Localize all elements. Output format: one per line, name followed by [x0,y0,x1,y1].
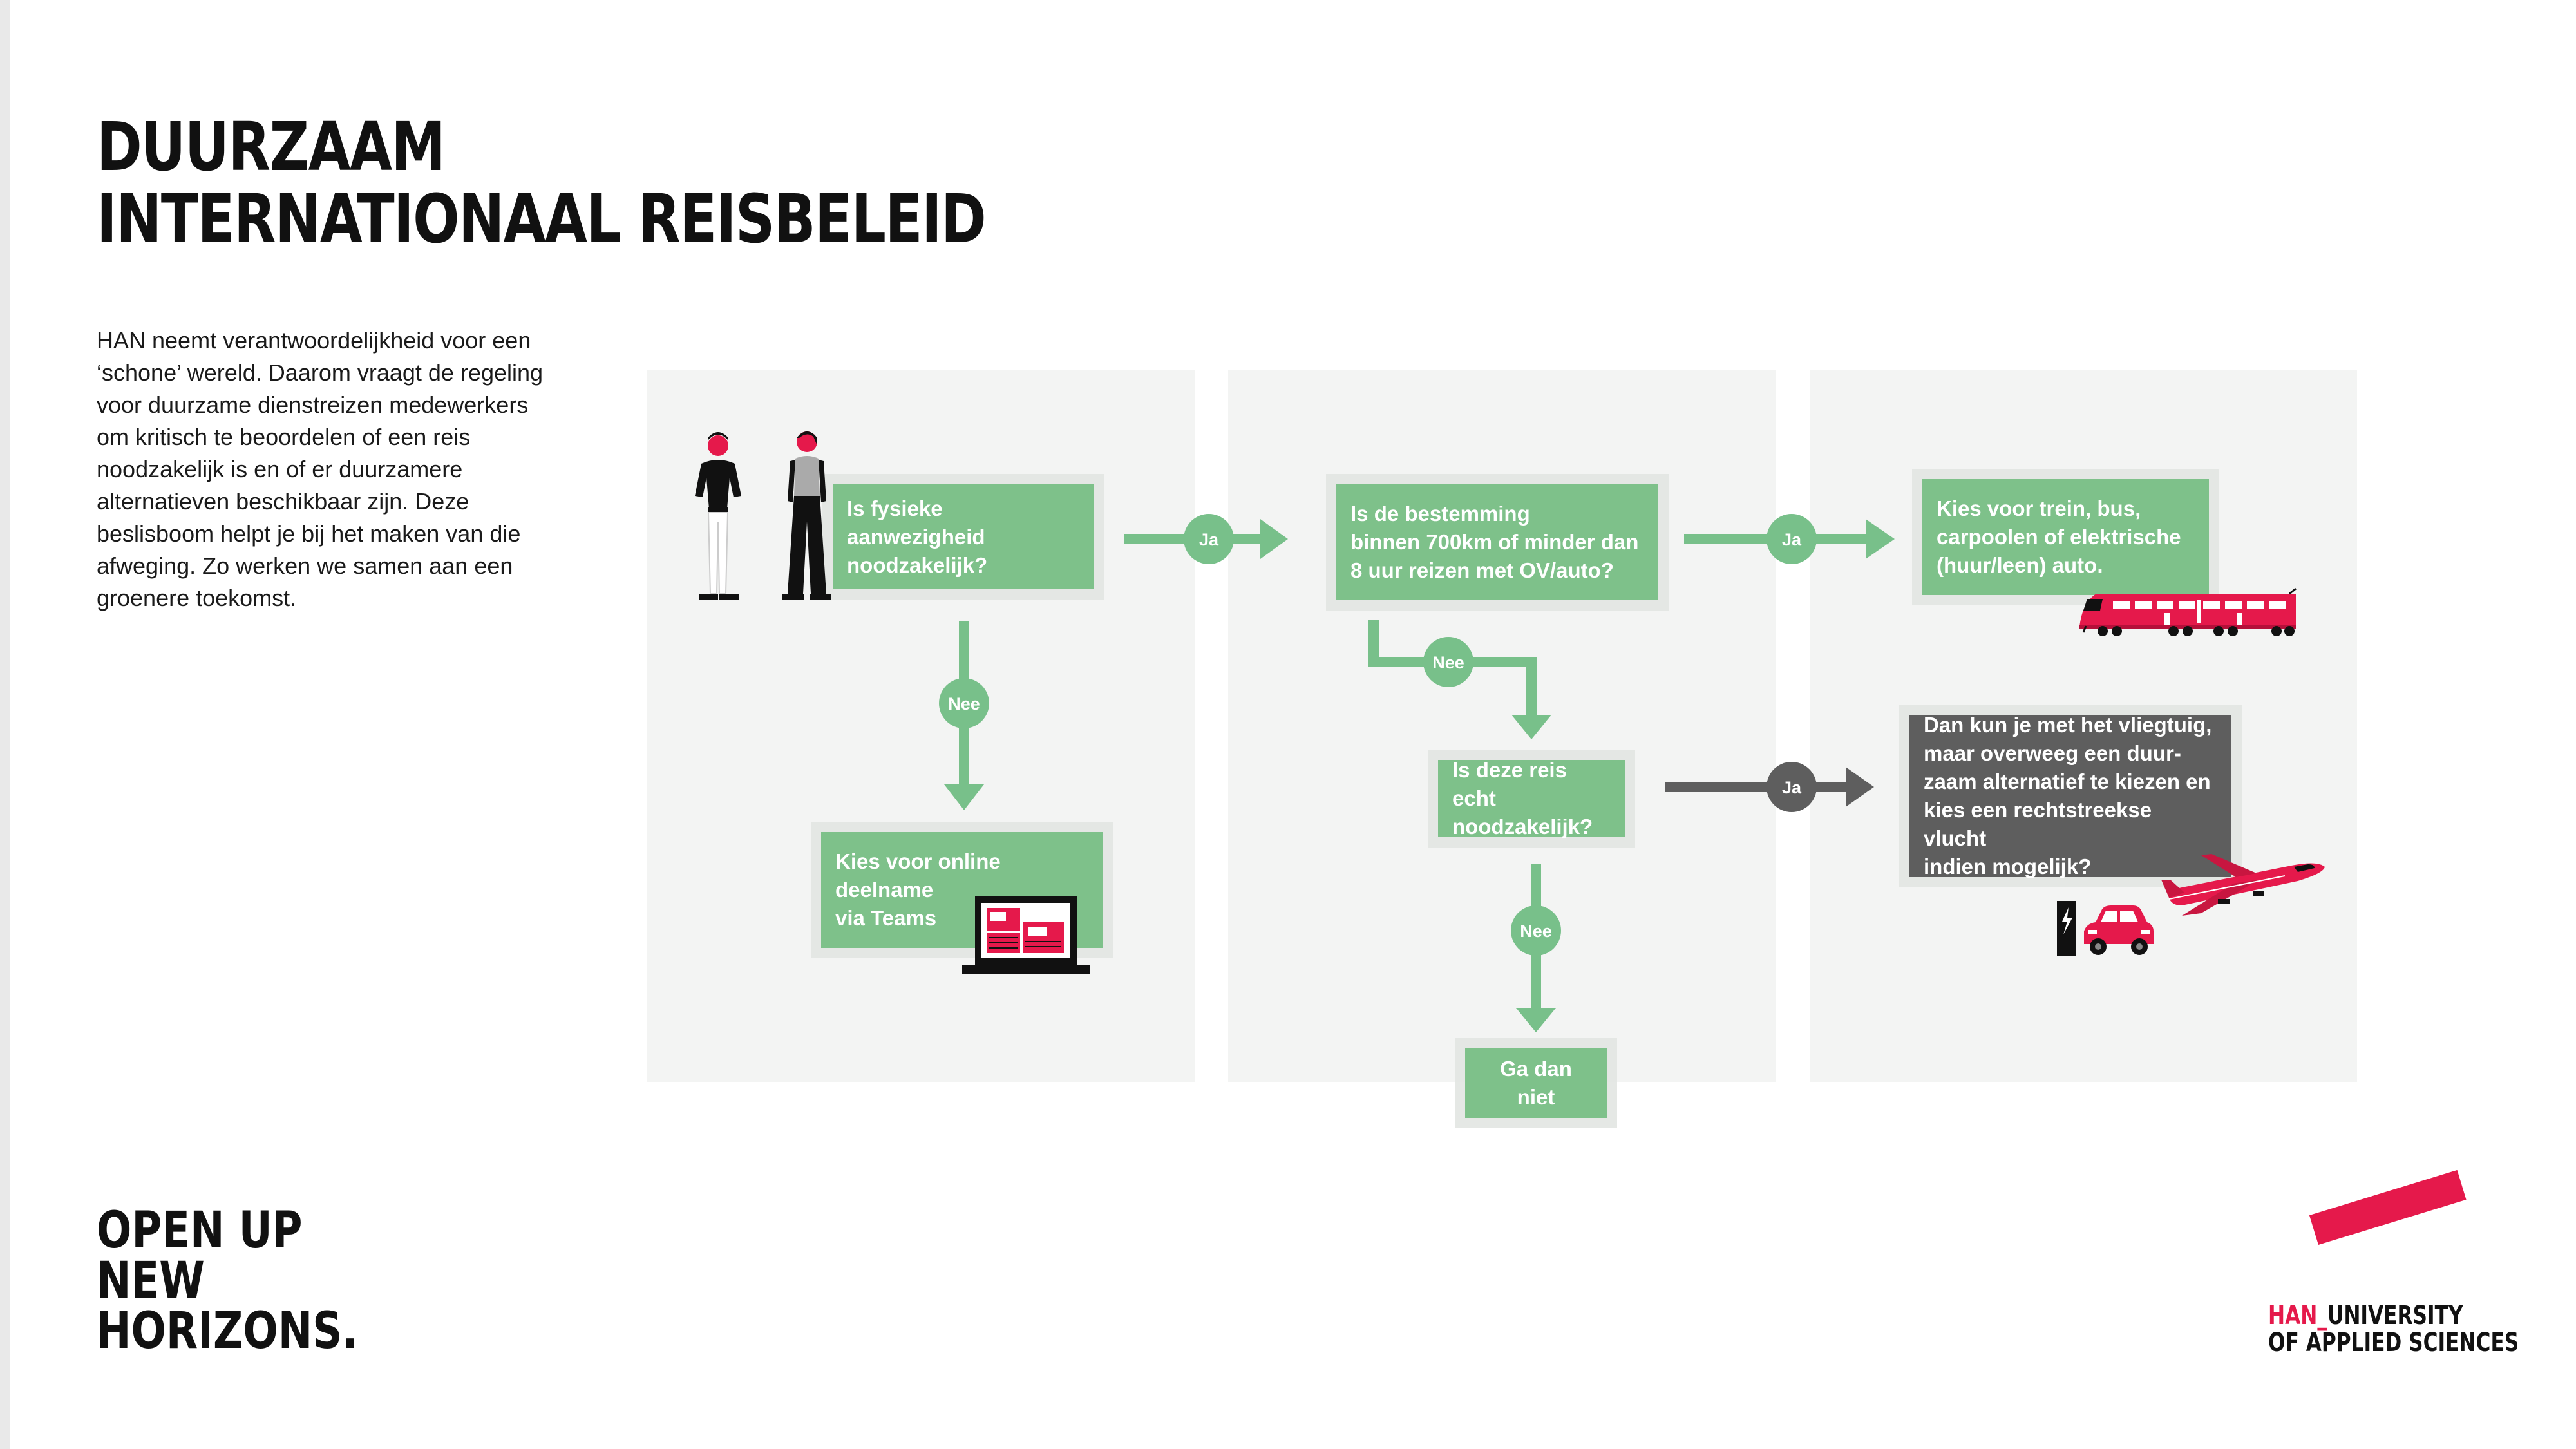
intro-text: HAN neemt verantwoordelijkheid voor een … [97,327,544,611]
no-badge-3 [1511,905,1561,956]
han-logo: HAN_UNIVERSITY OF APPLIED SCIENCES [2268,1302,2519,1356]
slogan-line-1: OPEN UP [97,1202,303,1260]
no-label-1: Nee [948,694,980,714]
yes-badge-1 [1184,514,1234,564]
answer-do-not-go: Ga dan niet [1465,1048,1607,1118]
arrowhead-q1-yes [1260,519,1288,559]
arrowhead-q3-no [1516,1008,1556,1032]
title-line-1: DUURZAAM [97,108,446,186]
left-edge-bar [0,0,10,1449]
yes-label-2: Ja [1782,530,1802,549]
no-label-3: Nee [1520,922,1552,941]
title-line-2: INTERNATIONAAL REISBELEID [97,180,987,258]
slogan-line-3: HORIZONS. [97,1302,358,1360]
han-logo-han: HAN_ [2268,1301,2327,1331]
arrowhead-q1-no [944,784,984,810]
question-physical-presence: Is fysieke aanwezigheid noodzakelijk? [833,484,1094,589]
people-icon [695,431,831,600]
yes-badge-3 [1766,762,1817,812]
yes-badge-2 [1766,514,1817,564]
question-destination-distance: Is de bestemming binnen 700km of minder … [1336,484,1658,600]
no-badge-1 [939,678,989,728]
han-logo-line-1: UNIVERSITY [2327,1301,2463,1331]
arrowhead-q2-no [1511,715,1551,739]
slogan-line-2: NEW [97,1252,205,1310]
arrowhead-q3-yes [1846,767,1874,807]
laptop-icon [962,896,1090,974]
charging-station-icon [2057,901,2076,956]
no-badge-2 [1423,637,1473,687]
train-icon [2079,587,2297,636]
electric-car-icon [2084,905,2154,955]
page-title: DUURZAAM INTERNATIONAAL REISBELEID [97,108,987,258]
yes-label-1: Ja [1199,530,1219,549]
yes-label-3: Ja [1782,778,1802,797]
han-logo-line-2: OF APPLIED SCIENCES [2268,1328,2519,1358]
question-trip-necessary: Is deze reis echt noodzakelijk? [1438,758,1625,838]
arrowhead-q2-yes [1866,519,1895,559]
no-label-2: Nee [1432,653,1464,672]
answer-train-bus-carpool: Kies voor trein, bus, carpoolen of elekt… [1922,479,2209,595]
slogan: OPEN UP NEW HORIZONS. [97,1206,358,1356]
answer-airplane: Dan kun je met het vliegtuig, maar overw… [1909,713,2231,878]
airplane-icon [2161,854,2325,916]
